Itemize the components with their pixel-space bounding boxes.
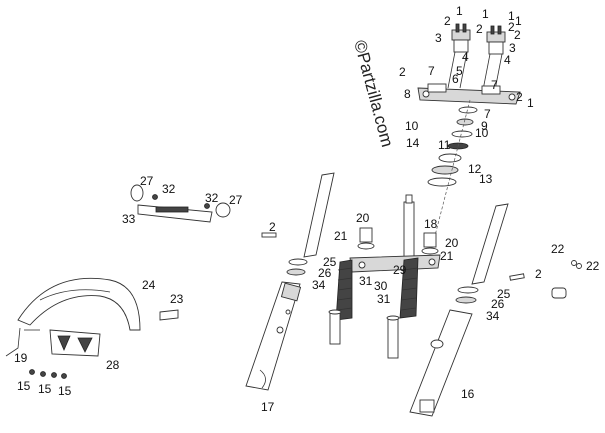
- callout-label: 25: [323, 255, 337, 269]
- axle-cap: [551, 287, 567, 299]
- callout-label: 34: [486, 309, 500, 323]
- callout-label: 28: [106, 358, 120, 372]
- callout-label: 31: [359, 274, 373, 288]
- callout-label: 1: [482, 7, 489, 21]
- callout-label: 7: [484, 107, 491, 121]
- hose-guide-33: [137, 204, 213, 223]
- callout-label: 31: [377, 292, 391, 306]
- callout-label: 9: [481, 119, 488, 133]
- axle-bolt-right: [509, 273, 525, 281]
- fender-stay-19: [5, 327, 40, 357]
- callout-label: 25: [497, 287, 511, 301]
- callout-label: 27: [229, 193, 243, 207]
- fork-boot-right: [399, 257, 419, 319]
- handlebar-clamp-left: [447, 23, 471, 89]
- callout-label: 19: [14, 351, 28, 365]
- callout-label: 11: [438, 138, 451, 152]
- callout-label: 21: [334, 229, 348, 243]
- upper-triple-clamp: [417, 83, 521, 105]
- front-fender: [17, 277, 141, 331]
- callout-label: 7: [491, 78, 498, 92]
- callout-label: 7: [428, 64, 435, 78]
- callout-label: 1: [508, 9, 515, 23]
- callout-label: 22: [551, 242, 565, 256]
- callout-label: 10: [475, 126, 489, 140]
- callout-label: 1: [527, 96, 534, 110]
- callout-label: 23: [170, 292, 184, 306]
- callout-label: 10: [405, 119, 419, 133]
- callout-label: 16: [461, 387, 475, 401]
- callout-label: 14: [406, 136, 420, 150]
- callout-label: 12: [468, 162, 482, 176]
- callout-label: 20: [445, 236, 459, 250]
- steering-stem: [403, 194, 415, 258]
- callout-label: 2: [514, 28, 521, 42]
- cap-screw-22: [571, 260, 582, 269]
- callout-label: 26: [318, 266, 332, 280]
- callout-label: 2: [399, 65, 406, 79]
- handlebar-clamp-right: [482, 25, 506, 91]
- callout-label: 29: [393, 263, 407, 277]
- fender-bracket-28: [49, 329, 101, 357]
- reflector-27-right: [215, 202, 231, 218]
- axle-bolt-left: [261, 232, 277, 238]
- callout-label: 27: [140, 174, 154, 188]
- callout-label: 18: [424, 217, 438, 231]
- callout-label: 22: [586, 259, 600, 273]
- nut-32: [152, 194, 210, 209]
- callout-label: 15: [38, 382, 52, 396]
- callout-label: 3: [509, 41, 516, 55]
- reflector-27-left: [130, 184, 144, 202]
- callout-label: 13: [479, 172, 493, 186]
- fender-clip-23: [159, 309, 179, 321]
- callout-label: 15: [17, 379, 31, 393]
- callout-label: 2: [476, 22, 483, 36]
- steering-bearing-stack: [427, 99, 478, 256]
- callout-label: 24: [142, 278, 156, 292]
- callout-label: 1: [515, 14, 522, 28]
- fork-slider-right: [409, 309, 473, 417]
- callout-label: 4: [504, 53, 511, 67]
- damper-rod-left: [328, 309, 342, 345]
- callout-label: 21: [440, 249, 454, 263]
- callout-label: 15: [58, 384, 72, 398]
- callout-label: 2: [516, 90, 523, 104]
- callout-label: 26: [491, 297, 505, 311]
- fork-tube-left: [286, 172, 335, 276]
- callout-label: 4: [462, 50, 469, 64]
- damper-rod-right: [386, 315, 400, 359]
- callout-label: 8: [404, 87, 411, 101]
- callout-label: 5: [456, 64, 463, 78]
- callout-label: 2: [444, 14, 451, 28]
- fork-tube-right: [455, 203, 509, 304]
- callout-label: 3: [435, 31, 442, 45]
- callout-label: 1: [456, 4, 463, 18]
- callout-label: 32: [162, 182, 176, 196]
- callout-label: 6: [452, 72, 459, 86]
- callout-label: 2: [508, 20, 515, 34]
- fork-slider-left: [245, 281, 302, 391]
- callout-label: 32: [205, 191, 219, 205]
- callout-label: 30: [374, 279, 388, 293]
- callout-label: 33: [122, 212, 136, 226]
- callout-label: 2: [269, 220, 276, 234]
- callout-labels: 1 1 1 1 2 2 2 2 3 3 4 4 5 2 7 7 6 8 2 1 …: [14, 4, 600, 414]
- fork-boot-left: [335, 259, 353, 321]
- callout-label: 17: [261, 400, 275, 414]
- callout-label: 2: [535, 267, 542, 281]
- callout-label: 34: [312, 278, 326, 292]
- watermark: ©Partzilla.com: [350, 38, 397, 149]
- callout-label: 20: [356, 211, 370, 225]
- fender-screws-15: [29, 369, 67, 379]
